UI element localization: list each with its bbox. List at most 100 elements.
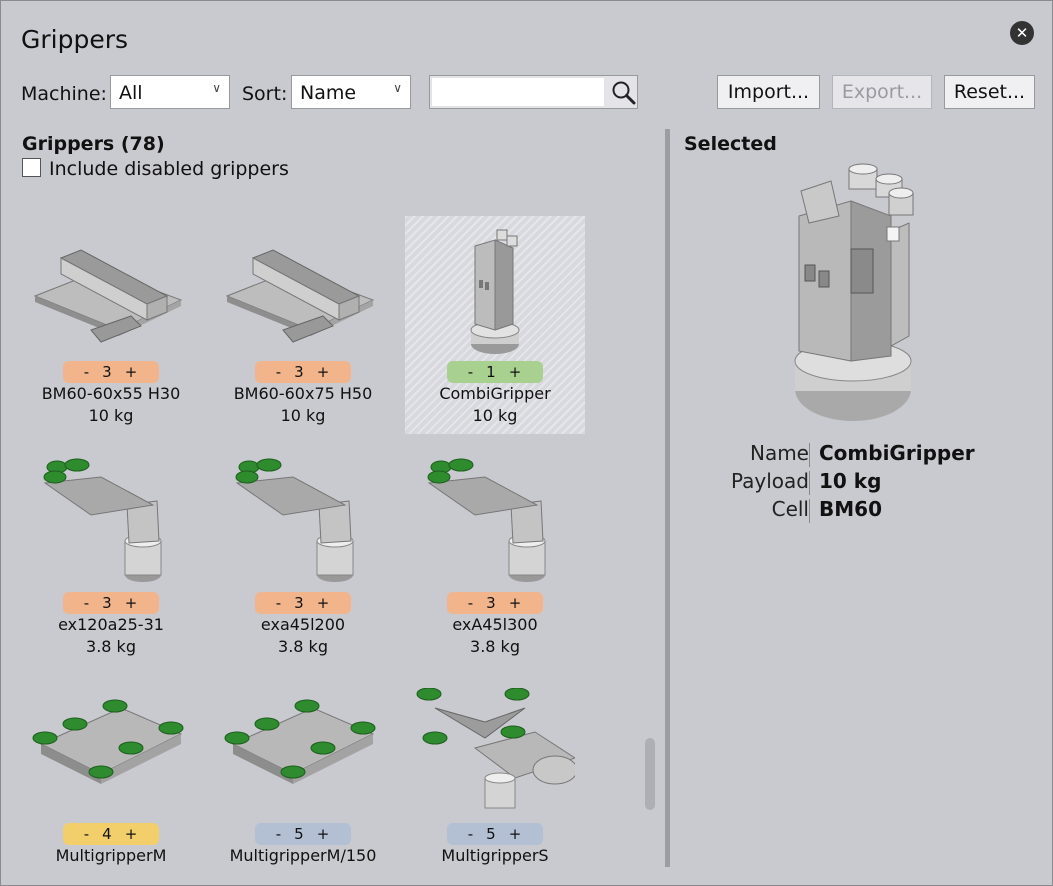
sort-label: Sort: bbox=[242, 83, 288, 105]
quantity-stepper: -1+ bbox=[447, 361, 543, 383]
gripper-weight: 10 kg bbox=[280, 406, 326, 425]
name-value: CombiGripper bbox=[819, 441, 975, 465]
quantity-value: 3 bbox=[294, 594, 305, 612]
selected-heading: Selected bbox=[684, 133, 777, 155]
sort-select[interactable]: Name ∨ bbox=[291, 75, 411, 109]
quantity-value: 3 bbox=[294, 363, 305, 381]
quantity-value: 3 bbox=[102, 594, 113, 612]
panel-divider[interactable] bbox=[665, 129, 670, 867]
gripper-name: CombiGripper bbox=[439, 384, 551, 403]
quantity-value: 3 bbox=[486, 594, 497, 612]
gripper-name: BM60-60x75 H50 bbox=[233, 384, 373, 403]
gripper-weight: 3.8 kg bbox=[470, 637, 520, 656]
increment-button[interactable]: + bbox=[508, 825, 523, 843]
gripper-card[interactable]: -5+MultigripperS5.4 kg bbox=[405, 678, 585, 866]
search-input[interactable] bbox=[432, 78, 604, 106]
quantity-stepper: -5 + bbox=[255, 823, 351, 845]
quantity-stepper: -3 + bbox=[447, 592, 543, 614]
search-icon[interactable] bbox=[610, 79, 638, 107]
gripper-card[interactable]: -5+MultigripperM/15054.9 kg bbox=[213, 678, 393, 866]
dialog-title: Grippers bbox=[21, 25, 129, 54]
increment-button[interactable]: + bbox=[316, 594, 331, 612]
increment-button[interactable]: + bbox=[124, 825, 139, 843]
close-icon: ✕ bbox=[1015, 24, 1029, 42]
decrement-button[interactable]: - bbox=[467, 825, 475, 843]
increment-button[interactable]: + bbox=[508, 363, 523, 381]
close-button[interactable]: ✕ bbox=[1010, 21, 1034, 45]
gripper-card[interactable]: -3 + BM60-60x75 H50 10 kg bbox=[213, 216, 393, 434]
flat-plate-gripper-icon bbox=[225, 249, 375, 343]
chevron-down-icon: ∨ bbox=[212, 81, 221, 95]
increment-button[interactable]: + bbox=[124, 594, 139, 612]
chevron-down-icon: ∨ bbox=[393, 81, 402, 95]
gripper-weight: 3.8 kg bbox=[86, 637, 136, 656]
increment-button[interactable]: + bbox=[124, 363, 139, 381]
quantity-stepper: -3 + bbox=[255, 361, 351, 383]
decrement-button[interactable]: - bbox=[275, 825, 283, 843]
machine-select[interactable]: All ∨ bbox=[110, 75, 230, 109]
gripper-name: MultigripperM/150 bbox=[229, 846, 377, 865]
include-disabled-row: Include disabled grippers bbox=[22, 158, 289, 180]
quantity-value: 5 bbox=[486, 825, 497, 843]
decrement-button[interactable]: - bbox=[275, 363, 283, 381]
multi-suction-gripper-icon bbox=[224, 699, 376, 784]
decrement-button[interactable]: - bbox=[467, 363, 475, 381]
gripper-card[interactable]: -3 + ex120a25-31 3.8 kg bbox=[21, 447, 201, 665]
grippers-count-heading: Grippers (78) bbox=[22, 133, 165, 155]
gripper-weight: 3.8 kg bbox=[278, 637, 328, 656]
gripper-name: exa45l200 bbox=[260, 615, 346, 634]
cell-key: Cell bbox=[771, 497, 809, 521]
quantity-stepper: -3 + bbox=[63, 361, 159, 383]
decrement-button[interactable]: - bbox=[83, 825, 91, 843]
rotary-suction-gripper-icon bbox=[416, 688, 575, 809]
separator bbox=[809, 443, 810, 467]
quantity-stepper: -4 + bbox=[63, 823, 159, 845]
selected-properties: Name CombiGripper Payload 10 kg Cell BM6… bbox=[701, 441, 1021, 525]
decrement-button[interactable]: - bbox=[467, 594, 475, 612]
increment-button[interactable]: + bbox=[316, 825, 331, 843]
decrement-button[interactable]: - bbox=[83, 363, 91, 381]
gripper-name: MultigripperM bbox=[55, 846, 167, 865]
search-box bbox=[429, 75, 638, 109]
quantity-stepper: -5 + bbox=[447, 823, 543, 845]
name-key: Name bbox=[749, 441, 809, 465]
gripper-name: BM60-60x55 H30 bbox=[41, 384, 181, 403]
gripper-name: MultigripperS bbox=[441, 846, 549, 865]
gripper-weight: 10 kg bbox=[472, 406, 518, 425]
payload-key: Payload bbox=[731, 469, 809, 493]
quantity-stepper: -3 + bbox=[255, 592, 351, 614]
include-disabled-checkbox[interactable] bbox=[22, 158, 41, 177]
gripper-card[interactable]: -1+CombiGripper 10 kg bbox=[405, 216, 585, 434]
combi-gripper-icon bbox=[794, 163, 914, 421]
decrement-button[interactable]: - bbox=[83, 594, 91, 612]
suction-arm-gripper-icon bbox=[427, 458, 546, 582]
multi-suction-gripper-icon bbox=[32, 699, 184, 784]
quantity-value: 3 bbox=[102, 363, 113, 381]
separator bbox=[809, 471, 810, 495]
quantity-value: 4 bbox=[102, 825, 113, 843]
reset-button[interactable]: Reset... bbox=[944, 75, 1035, 109]
gripper-card[interactable]: -4+MultigripperM37 kg bbox=[21, 678, 201, 866]
property-row-payload: Payload 10 kg bbox=[701, 469, 1021, 497]
quantity-value: 5 bbox=[294, 825, 305, 843]
quantity-stepper: -3 + bbox=[63, 592, 159, 614]
flat-plate-gripper-icon bbox=[33, 249, 183, 343]
gripper-card[interactable]: -3 + exa45l200 3.8 kg bbox=[213, 447, 393, 665]
gripper-name: ex120a25-31 bbox=[58, 615, 164, 634]
import-button[interactable]: Import... bbox=[717, 75, 820, 109]
decrement-button[interactable]: - bbox=[275, 594, 283, 612]
combi-gripper-icon bbox=[470, 229, 520, 354]
cell-value: BM60 bbox=[819, 497, 882, 521]
increment-button[interactable]: + bbox=[316, 363, 331, 381]
sort-select-value: Name bbox=[300, 82, 357, 104]
scrollbar-thumb[interactable] bbox=[645, 738, 655, 810]
payload-value: 10 kg bbox=[819, 469, 882, 493]
export-button[interactable]: Export... bbox=[832, 75, 932, 109]
suction-arm-gripper-icon bbox=[43, 458, 162, 582]
increment-button[interactable]: + bbox=[508, 594, 523, 612]
property-row-cell: Cell BM60 bbox=[701, 497, 1021, 525]
